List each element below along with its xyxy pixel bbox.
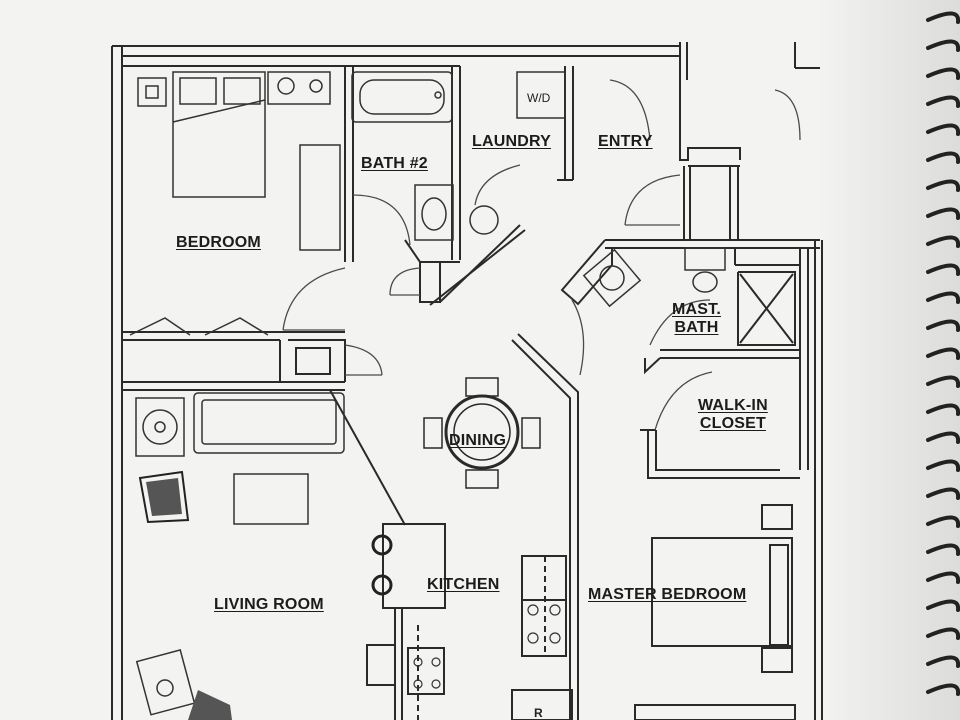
walls — [111, 42, 823, 720]
entry-label: ENTRY — [598, 133, 653, 150]
bath-fixtures — [351, 71, 726, 308]
bath2-label: BATH #2 — [361, 155, 428, 172]
dining-table — [423, 377, 541, 489]
mast-bath-label: MAST. BATH — [672, 301, 721, 338]
washer-dryer-label: W/D — [527, 91, 551, 105]
laundry-label: LAUNDRY — [472, 133, 552, 150]
mast-bath-line1: MAST. — [672, 301, 721, 318]
living-furniture — [135, 392, 345, 716]
living-room-label: LIVING ROOM — [214, 596, 324, 613]
bar-stools — [371, 534, 393, 596]
spiral-binding — [926, 11, 960, 696]
door-swings — [282, 79, 801, 431]
armchair — [138, 470, 232, 720]
stove — [413, 604, 561, 689]
paper-shadow — [820, 0, 960, 720]
dining-label: DINING — [449, 432, 507, 449]
bedroom-furniture — [129, 71, 341, 336]
mast-bath-line2: BATH — [674, 319, 719, 337]
walkin-line1: WALK-IN — [698, 397, 768, 414]
walkin-closet-label: WALK-IN CLOSET — [698, 397, 768, 434]
bedroom-label: BEDROOM — [176, 234, 261, 251]
kitchen-label: KITCHEN — [427, 576, 500, 593]
fridge-label: R — [534, 706, 543, 720]
walkin-line2: CLOSET — [699, 415, 766, 433]
master-bedroom-label: MASTER BEDROOM — [588, 586, 747, 603]
